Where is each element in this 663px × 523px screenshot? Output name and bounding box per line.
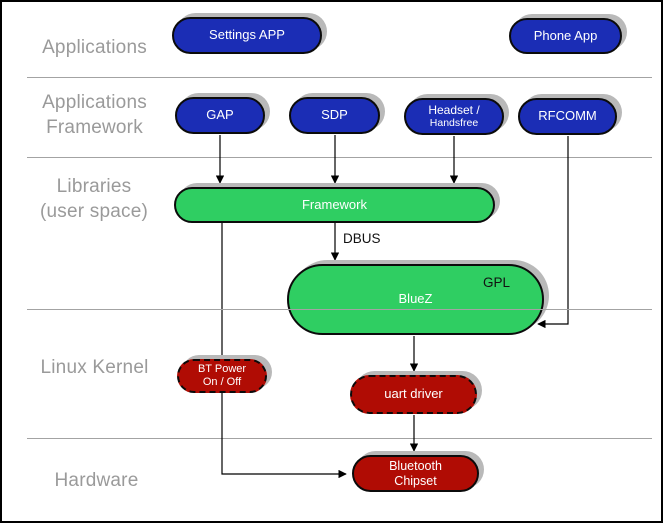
node-bt-power-label-line2: On / Off — [202, 376, 242, 388]
node-uart-driver-label: uart driver — [384, 386, 443, 402]
node-bluez: BlueZ GPL — [287, 264, 544, 335]
divider-linux-kernel — [27, 438, 652, 439]
node-sdp-label: SDP — [321, 107, 348, 123]
node-bt-power-label-line1: BT Power — [197, 363, 247, 376]
layer-label-applications: Applications — [22, 35, 167, 60]
node-phone-app: Phone App — [509, 18, 622, 54]
node-bluez-gpl-badge: GPL — [482, 275, 510, 290]
layer-label-line: Applications — [42, 92, 147, 113]
dbus-edge-label: DBUS — [343, 231, 381, 246]
node-rfcomm-label: RFCOMM — [538, 108, 597, 124]
layer-label-line: Hardware — [54, 470, 139, 491]
layer-label-line: Applications — [42, 37, 147, 58]
node-bt-power: BT Power On / Off — [177, 359, 267, 393]
node-headset-label-line1: Headset / — [428, 102, 480, 117]
node-bt-chipset-label-line2: Chipset — [394, 473, 437, 488]
layer-label-linux-kernel: Linux Kernel — [22, 355, 167, 380]
node-headset-handsfree: Headset / Handsfree — [404, 98, 504, 135]
layer-label-line: Framework — [46, 117, 143, 138]
layer-label-libraries: Libraries (user space) — [14, 174, 174, 224]
node-bluetooth-chipset: Bluetooth Chipset — [352, 455, 479, 492]
layer-label-hardware: Hardware — [24, 468, 169, 493]
node-uart-driver: uart driver — [350, 375, 477, 414]
edge-rfcomm-to-bluez — [537, 136, 569, 329]
node-gap-label: GAP — [206, 107, 234, 123]
node-bt-chipset-label-line1: Bluetooth — [389, 459, 442, 474]
divider-applications — [27, 77, 652, 78]
layer-label-line: Libraries — [56, 176, 132, 197]
node-framework-label: Framework — [301, 196, 367, 212]
node-sdp: SDP — [289, 97, 380, 134]
node-settings-app-label: Settings APP — [209, 27, 285, 43]
layer-label-line: Linux Kernel — [40, 357, 149, 378]
node-rfcomm: RFCOMM — [518, 98, 617, 135]
layer-label-applications-framework: Applications Framework — [17, 90, 172, 140]
divider-applications-framework — [27, 157, 652, 158]
divider-libraries — [27, 309, 652, 310]
node-framework: Framework — [174, 187, 495, 223]
node-gap: GAP — [175, 97, 265, 134]
edge-framework-to-chipset-via-btpower — [221, 223, 347, 479]
node-settings-app: Settings APP — [172, 17, 322, 54]
layer-label-line: (user space) — [40, 201, 148, 222]
node-phone-app-label: Phone App — [533, 27, 598, 43]
node-headset-label-line2: Handsfree — [429, 117, 479, 130]
node-bluez-label: BlueZ — [398, 291, 433, 307]
